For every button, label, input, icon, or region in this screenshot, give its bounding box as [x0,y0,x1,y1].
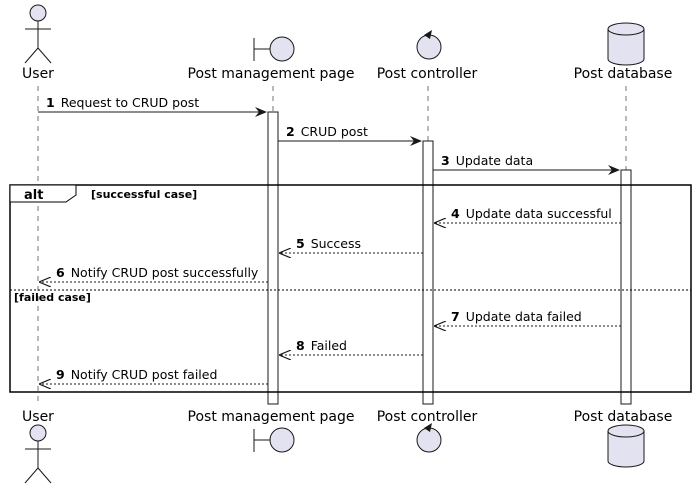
guard-failed-case: [failed case] [14,291,91,304]
actor-icon [24,4,52,64]
guard-successful-case: [successful case] [91,188,197,201]
alt-fragment-tab [9,184,77,203]
participant-database-top: Post database [574,22,673,82]
control-icon [416,30,442,60]
participant-label-page: Post management page [188,66,355,82]
participant-controller-bottom: Post controller [377,409,478,453]
boundary-icon [253,427,295,453]
participant-user-top: User [22,4,54,82]
control-icon [416,423,442,453]
participant-user-bottom: User [22,409,54,484]
participant-label-controller-bottom: Post controller [377,409,478,425]
activation-database [620,169,632,405]
alt-operator-label: alt [24,188,43,203]
participant-label-user: User [22,66,54,82]
participant-database-bottom: Post database [574,409,673,468]
boundary-icon [253,36,295,62]
database-icon [607,424,645,468]
actor-icon [24,424,52,484]
alt-fragment-frame [9,184,692,393]
activation-controller [422,140,434,405]
participant-label-controller: Post controller [377,66,478,82]
activation-page [267,111,279,405]
participant-label-database-bottom: Post database [574,409,673,425]
participant-label-page-bottom: Post management page [188,409,355,425]
database-icon [607,22,645,66]
participant-page-top: Post management page [188,36,355,82]
participant-page-bottom: Post management page [188,409,355,453]
participant-label-database: Post database [574,66,673,82]
participant-label-user-bottom: User [22,409,54,425]
participant-controller-top: Post controller [377,30,478,82]
